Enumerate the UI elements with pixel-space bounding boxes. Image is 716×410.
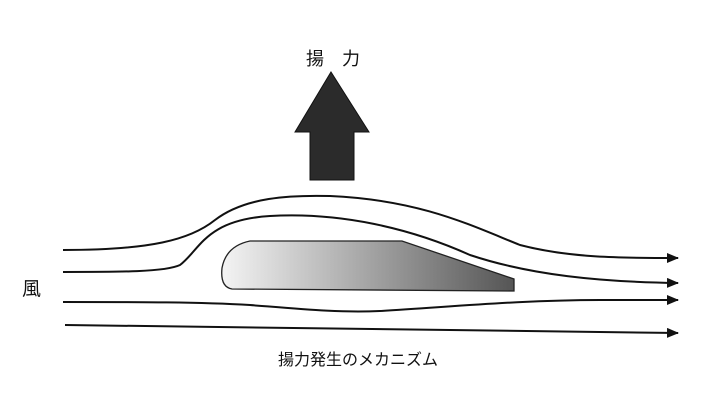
- wind-label: 風: [22, 278, 41, 300]
- lift-arrow: [294, 71, 370, 181]
- streamline-bottom: [64, 324, 679, 338]
- lift-label: 揚 力: [306, 49, 360, 70]
- streamline-top: [62, 194, 679, 263]
- streamline-third: [62, 295, 679, 313]
- streamline-second: [62, 214, 679, 288]
- diagram-caption: 揚力発生のメカニズム: [278, 350, 438, 369]
- wing-airfoil: [221, 240, 515, 292]
